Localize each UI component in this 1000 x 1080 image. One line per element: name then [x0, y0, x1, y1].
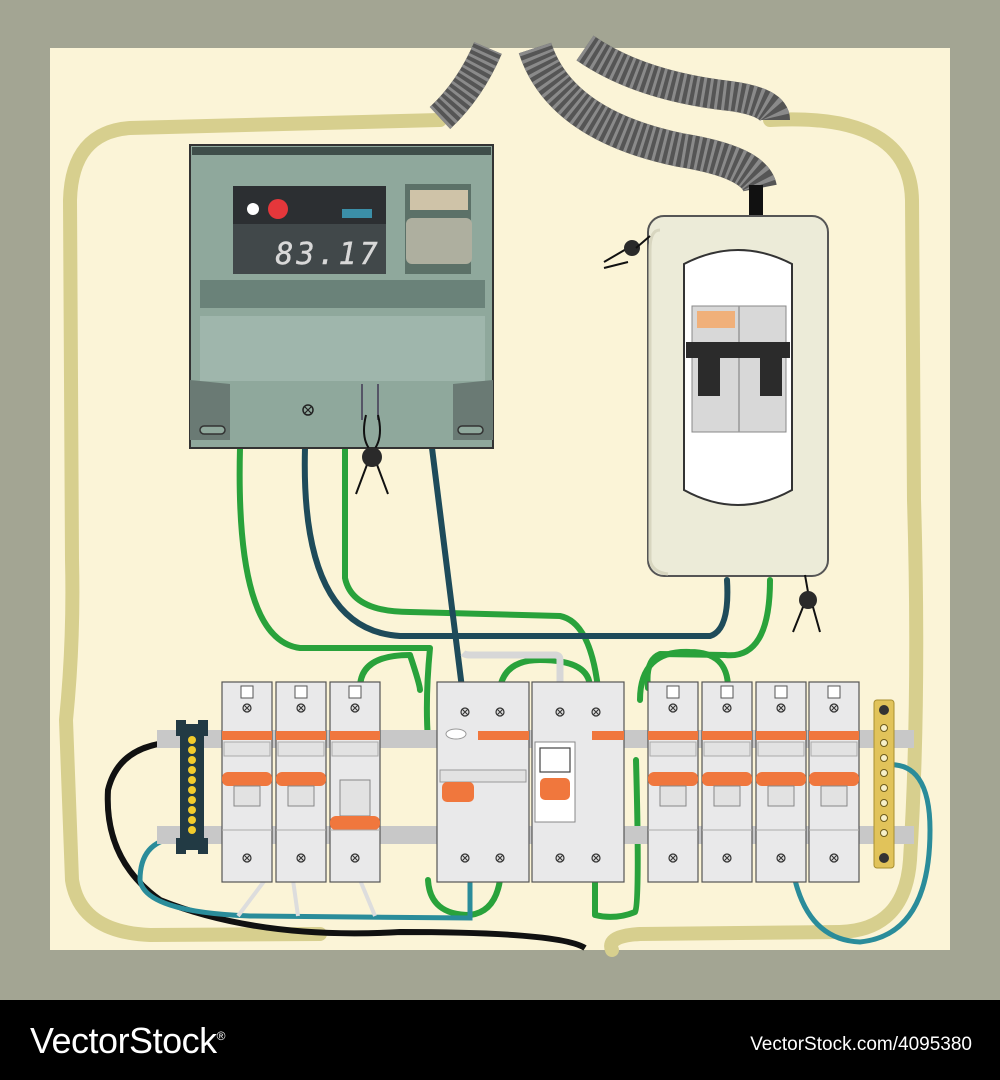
wiring: [236, 445, 773, 920]
earth-terminal: [880, 724, 888, 732]
screw-icon: [495, 853, 505, 863]
meter-reading: 83.17: [275, 237, 380, 272]
box-seal-icon-right: [792, 574, 821, 633]
stock-image-id: VectorStock.com/4095380: [750, 1034, 972, 1055]
screw-icon: [555, 707, 565, 717]
circuit-breaker: [755, 681, 807, 883]
earth-terminal: [880, 814, 888, 822]
earth-terminal: [880, 829, 888, 837]
bus-terminal: [188, 766, 196, 774]
screw-icon: [668, 853, 678, 863]
earth-terminal: [880, 769, 888, 777]
screw-icon: [668, 703, 678, 713]
screw-icon: [460, 853, 470, 863]
toggle-switch: [222, 772, 272, 786]
test-led-icon: [268, 199, 288, 219]
screw-icon: [350, 703, 360, 713]
earth-bus-bar: [873, 699, 895, 869]
panel-diagram: 83.17: [0, 0, 1000, 1000]
electricity-meter: 83.17: [189, 144, 494, 449]
earth-terminal: [880, 739, 888, 747]
screw-icon: [722, 853, 732, 863]
toggle-switch: [330, 816, 380, 830]
breaker-output-wires: [236, 878, 377, 918]
toggle-switch: [276, 772, 326, 786]
screw-icon: [350, 853, 360, 863]
box-seal-icon-left: [603, 235, 651, 269]
circuit-breaker: [647, 681, 699, 883]
toggle-switch: [809, 772, 859, 786]
screw-icon: [591, 853, 601, 863]
earth-cable-right: [792, 762, 933, 945]
screw-icon: [591, 707, 601, 717]
rcd-unit: [436, 681, 530, 883]
screw-icon: [776, 853, 786, 863]
toggle-switch: [648, 772, 698, 786]
screw-icon: [242, 703, 252, 713]
toggle-switch: [702, 772, 752, 786]
differential-breaker: [531, 681, 625, 883]
earth-cable-left: [137, 835, 473, 921]
screw-icon: [555, 853, 565, 863]
brand-logo: VectorStock®: [30, 1020, 225, 1062]
circuit-breaker: [808, 681, 860, 883]
earth-terminal: [880, 799, 888, 807]
meter-seal-icon: [355, 414, 389, 495]
toggle-switch: [756, 772, 806, 786]
breaker-row: [221, 681, 860, 883]
conduit-cable: [59, 112, 924, 957]
bus-terminal: [188, 776, 196, 784]
electrical-panel-illustration: 83.17: [0, 0, 1000, 1000]
screw-icon: [776, 703, 786, 713]
indicator-light-icon: [247, 203, 259, 215]
circuit-breaker: [275, 681, 327, 883]
bus-terminal: [188, 806, 196, 814]
main-breaker-label: [697, 311, 735, 328]
bus-terminal: [188, 746, 196, 754]
circuit-breaker: [221, 681, 273, 883]
neutral-bus-bar: [176, 720, 208, 854]
screw-icon: [829, 703, 839, 713]
bus-terminal: [188, 756, 196, 764]
screw-icon: [460, 707, 470, 717]
earth-terminal-group: [880, 724, 888, 837]
brand-name: VectorStock: [30, 1020, 217, 1061]
bus-terminal: [188, 736, 196, 744]
registered-mark: ®: [216, 1029, 226, 1043]
screw-icon: [829, 853, 839, 863]
screw-icon: [242, 853, 252, 863]
circuit-breaker: [329, 681, 381, 883]
bus-terminal-group: [188, 736, 196, 834]
rcd-toggle: [442, 782, 474, 802]
footer-bar: VectorStock® VectorStock.com/4095380: [0, 1000, 1000, 1080]
screw-icon: [296, 853, 306, 863]
screw-icon: [296, 703, 306, 713]
bus-terminal: [188, 816, 196, 824]
corrugated-conduit: [429, 35, 790, 194]
jumper-wire: [460, 650, 564, 688]
bus-terminal: [188, 826, 196, 834]
earth-terminal: [880, 784, 888, 792]
earth-terminal: [880, 754, 888, 762]
bus-terminal: [188, 796, 196, 804]
circuit-breaker: [701, 681, 753, 883]
screw-icon: [722, 703, 732, 713]
screw-icon: [495, 707, 505, 717]
test-button: [445, 728, 467, 740]
diff-toggle: [540, 778, 570, 800]
bus-terminal: [188, 786, 196, 794]
main-breaker-box: [647, 215, 829, 577]
